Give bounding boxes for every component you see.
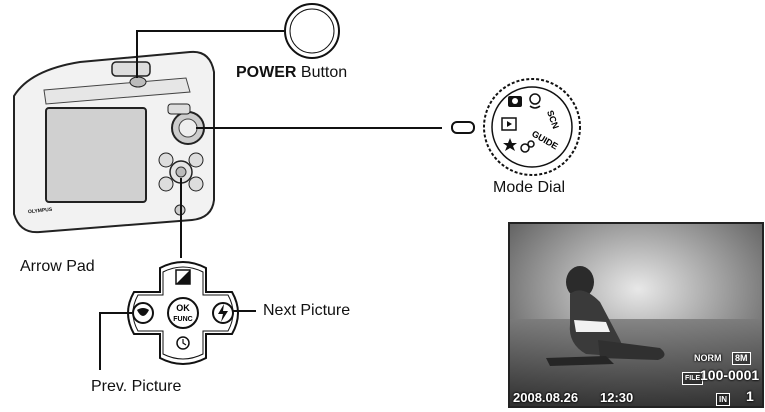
file-number: 100-0001 bbox=[700, 367, 760, 383]
photo-image bbox=[510, 224, 762, 406]
power-button-icon bbox=[284, 3, 340, 59]
photo-time: 12:30 bbox=[600, 390, 634, 405]
func-label: FUNC bbox=[173, 316, 192, 323]
prev-picture-leader-line bbox=[99, 312, 132, 370]
power-leader-line bbox=[136, 30, 284, 78]
mode-dial-label: Mode Dial bbox=[493, 179, 566, 196]
dial-pointer-icon bbox=[451, 121, 475, 134]
image-size-badge: 8M bbox=[732, 352, 751, 365]
quality-indicator: NORM bbox=[694, 353, 722, 363]
playback-screen: NORM 8M FILE 100-0001 2008.08.26 12:30 I… bbox=[508, 222, 764, 408]
power-label-bold: POWER bbox=[236, 64, 297, 81]
camera-illustration bbox=[13, 50, 215, 234]
power-label-rest: Button bbox=[296, 64, 348, 81]
memory-icon: IN bbox=[716, 393, 730, 406]
arrow-pad-label: Arrow Pad bbox=[20, 258, 95, 275]
next-picture-label: Next Picture bbox=[263, 302, 351, 319]
arrow-pad-icon bbox=[127, 261, 239, 365]
file-icon: FILE bbox=[682, 372, 704, 385]
power-button-label: POWER Button bbox=[236, 64, 347, 82]
camera-screen bbox=[45, 107, 147, 203]
prev-picture-label: Prev. Picture bbox=[91, 378, 182, 395]
mode-dial-icon bbox=[483, 78, 581, 176]
frame-count: 1 bbox=[746, 388, 754, 404]
photo-date: 2008.08.26 bbox=[513, 390, 579, 405]
ok-label: OK bbox=[176, 303, 190, 313]
